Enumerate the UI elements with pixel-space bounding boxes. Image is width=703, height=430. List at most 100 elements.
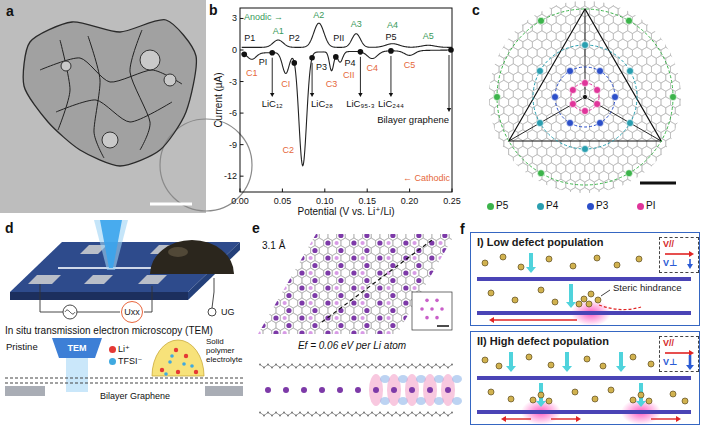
- carbon-atom: [303, 415, 305, 417]
- phase-arrow: [390, 56, 391, 93]
- phase-arrow-head: [358, 93, 362, 97]
- diffraction-spot: [567, 119, 574, 126]
- panel-heading: I) Low defect population: [477, 236, 604, 249]
- lithium-atom: [283, 256, 287, 260]
- graphene-layer: [477, 410, 691, 414]
- state-point-label: P1: [243, 33, 256, 43]
- carbon-atom: [291, 364, 293, 366]
- lithium-atom: [377, 315, 382, 320]
- lithium-atom: [309, 226, 313, 230]
- carbon-atom: [451, 412, 453, 414]
- lithium-atom: [442, 233, 447, 238]
- lithium-atom: [335, 316, 339, 320]
- carbon-atom: [279, 415, 281, 417]
- lithium-atom: [286, 293, 291, 298]
- lithium-atom: [442, 338, 447, 343]
- diffraction-spot: [569, 87, 576, 94]
- graphene-side-view: [260, 365, 452, 368]
- carbon-atom: [287, 367, 289, 369]
- carbon-atom: [443, 364, 445, 366]
- lithium-atom: [608, 387, 614, 393]
- graphene-layer: [477, 277, 691, 281]
- graphene-sheet: [23, 20, 196, 166]
- carbon-atom: [291, 412, 293, 414]
- diffraction-spot: [612, 94, 619, 101]
- panel-b: [240, 8, 454, 192]
- state-point: [291, 60, 297, 66]
- lithium-atom: [614, 262, 620, 268]
- diffraction-spot: [597, 119, 604, 126]
- lithium-atom: [412, 271, 416, 275]
- sheet-fold: [40, 58, 182, 84]
- carbon-atom: [367, 367, 369, 369]
- lithium-atom: [283, 316, 287, 320]
- lithium-atom: [338, 233, 343, 238]
- lithium-atom: [442, 278, 447, 283]
- lithium-atom: [630, 354, 636, 360]
- tem-label: TEM: [68, 343, 87, 353]
- legend-swatch: [109, 346, 116, 353]
- carbon-atom: [387, 364, 389, 366]
- axis-tick: 0: [232, 45, 237, 55]
- diffraction-spot: [538, 170, 545, 177]
- lithium-atom: [526, 354, 532, 360]
- reciprocal-vector: [509, 97, 585, 141]
- lithium-atom: [586, 301, 592, 307]
- dimension-label: 3.1 Å: [262, 240, 285, 252]
- lithium-atom: [286, 263, 291, 268]
- lithium-atom: [312, 248, 317, 253]
- axis-tick: 0.00: [231, 196, 249, 206]
- contact-pad: [138, 275, 167, 284]
- sweep-direction: Anodic →: [244, 12, 283, 22]
- axis-tick: 0.25: [443, 196, 461, 206]
- lithium-atom: [409, 387, 415, 393]
- diffusion-arrow-head: [489, 317, 494, 323]
- lithium-atom: [412, 286, 416, 290]
- lithium-atom: [390, 233, 395, 238]
- carbon-atom: [395, 364, 397, 366]
- carbon-atom: [395, 412, 397, 414]
- intercalation-arrow-head: [616, 366, 626, 372]
- diffraction-spot: [582, 80, 589, 87]
- lithium-atom: [338, 278, 343, 283]
- lithium-atom: [588, 291, 594, 297]
- state-point: [333, 54, 339, 60]
- lithium-atom: [416, 338, 421, 343]
- axis-tick-mark: [240, 189, 241, 193]
- inset-spot: [420, 307, 424, 311]
- lithium-atom: [581, 296, 587, 302]
- axis-tick-mark: [240, 113, 244, 114]
- phase-label: Bilayer graphene: [376, 115, 450, 126]
- legend-text: P5: [496, 200, 508, 212]
- diffraction-spot: [536, 120, 543, 127]
- electron-beam: [100, 220, 122, 268]
- lithium-atom: [309, 301, 313, 305]
- lithium-atom: [496, 363, 502, 369]
- lithium-atom: [299, 225, 304, 230]
- lithium-atom: [301, 387, 307, 393]
- diffraction-spot: [626, 17, 633, 24]
- diffraction-ring: [497, 9, 673, 185]
- lithium-atom: [386, 256, 390, 260]
- carbon-atom: [387, 412, 389, 414]
- carbon-atom: [323, 364, 325, 366]
- perpendicular-velocity-arrow-head: [687, 264, 693, 269]
- lithium-atom: [286, 248, 291, 253]
- carbon-atom: [371, 364, 373, 366]
- inset-frame: [412, 292, 452, 330]
- carbon-atom: [339, 412, 341, 414]
- anion-dot: [170, 354, 174, 358]
- graphene-lattice: [475, 0, 703, 207]
- state-point: [388, 48, 394, 54]
- lithium-atom: [260, 233, 265, 238]
- lithium-atom: [682, 398, 688, 404]
- parallel-velocity-arrow: [665, 352, 689, 354]
- lithium-atom: [464, 241, 468, 245]
- carbon-atom: [407, 367, 409, 369]
- parallel-velocity-arrow-head: [689, 251, 694, 257]
- lithium-atom: [360, 226, 364, 230]
- phase-label: LiC₉₅.₃: [345, 99, 375, 110]
- carbon-atom: [447, 367, 449, 369]
- carbon-atom: [375, 367, 377, 369]
- lithium-atom: [464, 301, 468, 305]
